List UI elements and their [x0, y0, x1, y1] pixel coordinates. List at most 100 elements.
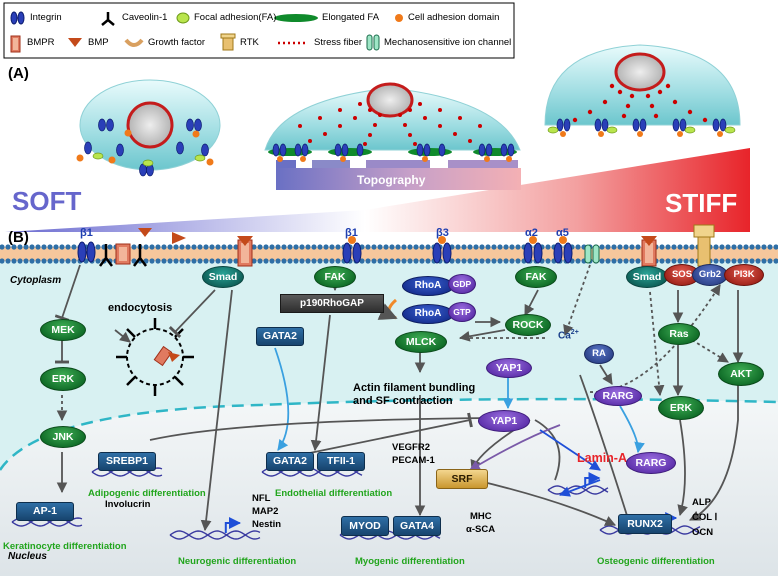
membrane-lipid-head: [371, 244, 377, 250]
integrin-a5: [553, 236, 573, 264]
membrane-lipid-head: [221, 244, 227, 250]
membrane-lipid-head: [755, 244, 761, 250]
membrane-lipid-head: [485, 244, 491, 250]
membrane-lipid-head: [149, 258, 155, 264]
legend-ion-channel: Mechanosensitive ion channel: [384, 37, 512, 48]
marker-mhc: MHC: [470, 511, 492, 522]
diff-myogenic: Myogenic differentiation: [355, 556, 465, 567]
membrane-lipid-head: [623, 258, 629, 264]
membrane-lipid-head: [221, 258, 227, 264]
node-rhoa-gtp: RhoA: [402, 304, 454, 324]
marker-pecam1: PECAM-1: [392, 455, 435, 466]
edge-yap1-runx2: [579, 374, 633, 527]
edge-ras-akt: [691, 339, 729, 363]
legend-caveolin: Caveolin-1: [122, 12, 168, 23]
membrane-lipid-head: [149, 244, 155, 250]
legend-growth-factor: Growth factor: [148, 37, 206, 48]
membrane-lipid-head: [383, 258, 389, 264]
edge-ion-ca: [563, 264, 591, 337]
node-rarg-nucleus: RARG: [626, 452, 676, 474]
membrane-lipid-head: [17, 258, 23, 264]
membrane-lipid-head: [407, 258, 413, 264]
edge-rarg-translocate: [619, 405, 645, 454]
membrane-lipid-head: [767, 258, 773, 264]
membrane-lipid-head: [467, 244, 473, 250]
node-rock: ROCK: [505, 314, 551, 336]
membrane-lipid-head: [47, 244, 53, 250]
node-runx2: RUNX2: [618, 514, 672, 534]
membrane-lipid-head: [215, 244, 221, 250]
diff-osteogenic: Osteogenic differentiation: [597, 556, 715, 567]
membrane-lipid-head: [731, 258, 737, 264]
bmp-ligand-1: [138, 228, 152, 237]
edge-fak-rock: [524, 289, 539, 316]
endocytosis-label: endocytosis: [108, 302, 173, 314]
marker-col: COL Ⅰ: [692, 512, 718, 523]
membrane-lipid-head: [233, 244, 239, 250]
edge-ra-rarg: [599, 364, 613, 385]
topography-label: Topography: [357, 173, 426, 187]
panel-a-label: (A): [8, 65, 29, 82]
membrane-lipid-head: [545, 258, 551, 264]
node-rhoa-gdp: RhoA: [402, 276, 454, 296]
membrane-lipid-head: [683, 258, 689, 264]
membrane-lipid-head: [251, 258, 257, 264]
diff-endothelial: Endothelial differentiation: [275, 488, 393, 499]
marker-nfl: NFL: [252, 493, 271, 504]
node-p190rhogap: p190RhoGAP: [280, 294, 384, 313]
membrane-lipid-head: [605, 244, 611, 250]
integrin-a2: [523, 236, 543, 264]
integrin-label-b3: β3: [436, 227, 449, 239]
membrane-lipid-head: [473, 244, 479, 250]
membrane-lipid-head: [95, 258, 101, 264]
edge-srf-runx2: [474, 479, 616, 526]
membrane-lipid-head: [719, 244, 725, 250]
membrane-lipid-head: [461, 258, 467, 264]
membrane-lipid-head: [461, 244, 467, 250]
membrane-lipid-head: [71, 258, 77, 264]
actin-label-line2: and SF contraction: [353, 395, 453, 407]
soft-gradient-wedge: [5, 210, 365, 232]
membrane-lipid-head: [299, 258, 305, 264]
cell-adhesion-domain-icon: [395, 14, 403, 22]
integrin-label-b1-mid: β1: [345, 227, 358, 239]
membrane-lipid-head: [305, 244, 311, 250]
membrane-lipid-head: [713, 258, 719, 264]
membrane-lipid-head: [479, 258, 485, 264]
node-yap1-nucleus: YAP1: [478, 410, 530, 432]
membrane-lipid-head: [173, 258, 179, 264]
calcium-label: Ca2+: [558, 329, 579, 342]
panel-b-label: (B): [8, 229, 29, 246]
node-erk-left: ERK: [40, 367, 86, 391]
membrane-lipid-head: [287, 244, 293, 250]
membrane-lipid-head: [53, 258, 59, 264]
membrane-lipid-head: [305, 258, 311, 264]
marker-ocn: OCN: [692, 527, 714, 538]
integrin-label-a2: α2: [525, 227, 538, 239]
membrane-lipid-head: [155, 258, 161, 264]
stiff-label: STIFF: [665, 188, 738, 218]
membrane-lipid-head: [617, 244, 623, 250]
membrane-lipid-head: [449, 258, 455, 264]
dna-strand: [547, 485, 609, 495]
membrane-lipid-head: [275, 244, 281, 250]
membrane-lipid-head: [515, 244, 521, 250]
membrane-lipid-head: [269, 258, 275, 264]
membrane-lipid-head: [0, 244, 5, 250]
membrane-lipid-head: [191, 258, 197, 264]
membrane-lipid-head: [281, 258, 287, 264]
legend-bmp: BMP: [88, 37, 109, 48]
legend-rtk: RTK: [240, 37, 259, 48]
membrane-lipid-head: [479, 244, 485, 250]
cell-medium: [264, 82, 521, 162]
caveolin-cluster: [99, 243, 147, 267]
membrane-lipid-head: [425, 258, 431, 264]
membrane-lipid-head: [227, 244, 233, 250]
membrane-lipid-head: [263, 244, 269, 250]
membrane-lipid-head: [131, 244, 137, 250]
membrane-lipid-head: [413, 258, 419, 264]
node-mlck: MLCK: [395, 331, 447, 353]
stiff-gradient-wedge: [365, 148, 750, 232]
membrane-lipid-head: [155, 244, 161, 250]
node-ap1: AP-1: [16, 502, 74, 521]
